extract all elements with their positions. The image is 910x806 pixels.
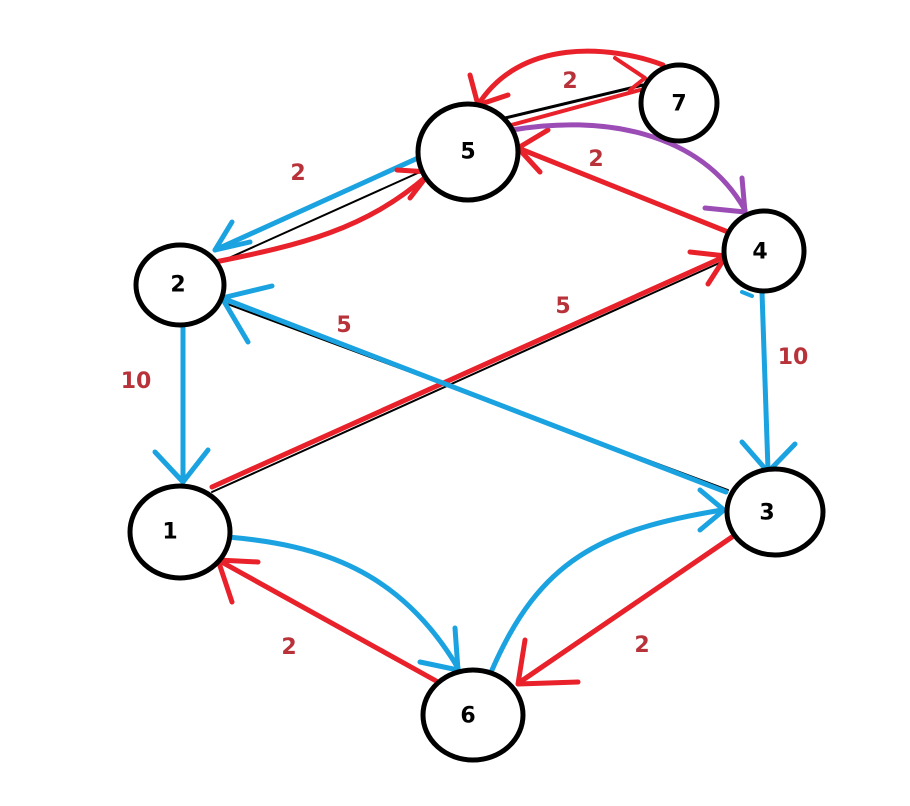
- nodes: 5 7 4 2 1 3 6: [127, 62, 826, 763]
- edge-label-3-6: 2: [634, 633, 649, 658]
- edge-label-1-4: 5: [555, 294, 570, 319]
- edge-4-to-3: [759, 289, 771, 473]
- edge-5-to-2: [212, 155, 421, 253]
- node-2-label: 2: [170, 273, 185, 298]
- node-5-label: 5: [460, 140, 475, 165]
- node-1-label: 1: [162, 520, 177, 545]
- edge-6-to-3: [489, 507, 725, 673]
- edge-4-to-5: [515, 145, 731, 235]
- node-3: 3: [724, 466, 826, 558]
- node-4: 4: [721, 208, 807, 294]
- edge-3-to-6-arrowhead: [515, 637, 581, 687]
- edge-6-to-3-arrowhead: [697, 487, 727, 533]
- edge-3-to-2: [219, 295, 729, 495]
- edge-labels: 2 2 2 10 5 5 10 2 2: [121, 69, 809, 660]
- edge-2-to-5: [212, 172, 431, 265]
- edge-label-6-1: 2: [281, 635, 296, 660]
- node-6-label: 6: [460, 704, 475, 729]
- edge-1-to-4: [209, 253, 729, 490]
- node-4-label: 4: [752, 240, 767, 265]
- edges: [152, 48, 798, 687]
- edge-5-to-4-arrowhead: [702, 175, 748, 215]
- edge-label-4-3: 10: [778, 345, 809, 370]
- edge-label-3-2: 5: [336, 313, 351, 338]
- edge-4-to-3-tail-hook: [740, 290, 754, 298]
- edge-6-to-1: [215, 557, 441, 685]
- edge-7-to-5: [475, 48, 666, 108]
- edge-label-2-1: 10: [121, 369, 152, 394]
- edge-3-to-6: [517, 534, 735, 685]
- node-5: 5: [415, 101, 521, 203]
- node-7: 7: [638, 62, 720, 144]
- node-3-label: 3: [759, 501, 774, 526]
- node-7-label: 7: [671, 92, 686, 117]
- edge-1-to-6-arrowhead: [417, 625, 461, 673]
- edge-label-7-5: 2: [562, 69, 577, 94]
- edge-5-to-7-highlight: [506, 88, 642, 128]
- edge-2-to-5-outline: [219, 171, 421, 263]
- edge-4-to-5-arrowhead: [515, 127, 551, 175]
- edge-7-to-5-tail-hook: [613, 56, 647, 92]
- edge-1-to-4-outline: [211, 259, 727, 493]
- node-1: 1: [127, 483, 233, 581]
- node-6: 6: [420, 667, 526, 763]
- edge-5-to-2-arrowhead: [212, 219, 253, 253]
- edge-label-4-5: 2: [588, 147, 603, 172]
- edge-2-to-1-arrowhead: [152, 447, 211, 485]
- node-2: 2: [133, 242, 227, 328]
- edge-5-to-4: [509, 122, 748, 213]
- edge-1-to-6: [225, 534, 461, 671]
- edge-label-2-5: 2: [290, 161, 305, 186]
- edge-5-to-7: [503, 83, 645, 120]
